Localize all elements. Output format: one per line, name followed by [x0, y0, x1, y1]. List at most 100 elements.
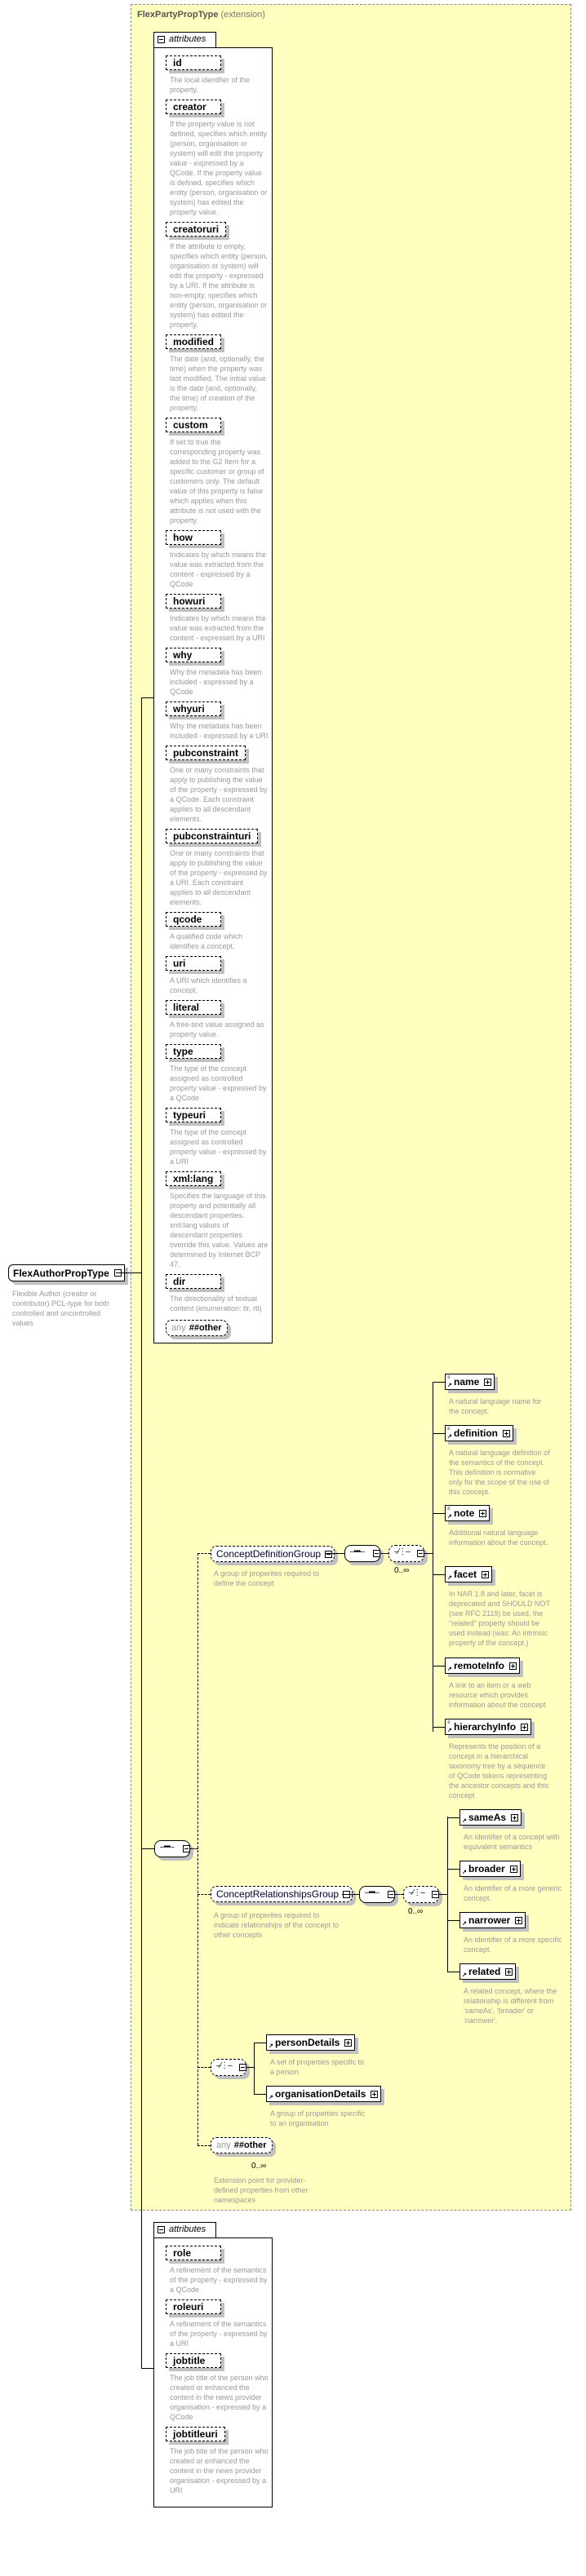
occurrence: 0..∞ [394, 1566, 410, 1575]
group-name: ConceptRelationshipsGroup [216, 1888, 340, 1900]
expand-icon[interactable] [511, 1814, 519, 1821]
collapse-icon[interactable] [373, 1550, 380, 1557]
attribute-description: If the attribute is empty, specifies whi… [170, 242, 269, 329]
attribute-name[interactable]: jobtitle [166, 2353, 221, 2368]
root-element[interactable]: FlexAuthorPropType [8, 1264, 125, 1281]
connector [254, 2043, 255, 2094]
attribute-name[interactable]: role [166, 2246, 221, 2260]
attribute-name[interactable]: dir [166, 1274, 221, 1289]
connector [254, 2094, 266, 2095]
collapse-icon[interactable] [158, 2226, 165, 2233]
element-name[interactable]: ≡↗name [445, 1374, 495, 1390]
element-person-details[interactable]: ↗personDetails [266, 2034, 356, 2051]
occurrence: 0..∞ [251, 2162, 267, 2171]
collapse-icon[interactable] [388, 1891, 395, 1898]
element-description: An identifier of a more specific concept… [464, 1936, 562, 1954]
element-related[interactable]: ↗related [459, 1963, 517, 1980]
any-description: Extension point for provider-defined pro… [214, 2176, 309, 2204]
expand-icon[interactable] [521, 1724, 529, 1731]
connector [433, 1727, 445, 1728]
element-facet[interactable]: ↗facet [445, 1566, 493, 1582]
list-icon: ≡ [447, 1720, 451, 1725]
attributes-tab[interactable]: attributes [153, 32, 216, 47]
attribute-description: Why the metadata has been included - exp… [170, 668, 262, 696]
choice-compositor[interactable]: –⁄⋮– [403, 1886, 439, 1903]
root-element-name: FlexAuthorPropType [13, 1268, 109, 1279]
attribute-name[interactable]: creatoruri [166, 222, 227, 237]
attribute-name[interactable]: qcode [166, 912, 221, 927]
collapse-icon[interactable] [417, 1550, 424, 1557]
element-name: name [454, 1376, 480, 1388]
element-description: An identifier of a concept with equivale… [464, 1833, 560, 1851]
attributes-label: attributes [169, 34, 206, 44]
reference-arrow-icon: ↗ [462, 1818, 467, 1824]
element-remote-info[interactable]: ↗remoteInfo [445, 1658, 521, 1674]
attribute-name[interactable]: creator [166, 100, 221, 114]
attribute-description: The type of the concept assigned as cont… [170, 1064, 267, 1102]
connector [395, 1894, 403, 1895]
any-other-attribute[interactable]: any##other [166, 1320, 228, 1336]
attribute-name[interactable]: type [166, 1044, 221, 1059]
connector [141, 697, 153, 698]
collapse-icon[interactable] [325, 1551, 333, 1558]
attribute-name[interactable]: custom [166, 418, 221, 432]
choice-compositor[interactable]: –⁄⋮– [388, 1545, 424, 1562]
attribute-name[interactable]: roleuri [166, 2299, 221, 2314]
attribute-name[interactable]: xml:lang [166, 1171, 221, 1186]
attribute-name[interactable]: jobtitleuri [166, 2427, 225, 2441]
collapse-icon[interactable] [239, 2064, 246, 2071]
expand-icon[interactable] [344, 2039, 353, 2047]
attributes-tab[interactable]: attributes [153, 2222, 216, 2237]
attribute-name[interactable]: howuri [166, 594, 221, 609]
reference-arrow-icon: ↗ [447, 1434, 452, 1440]
expand-icon[interactable] [484, 1379, 492, 1386]
attribute-item: creator If the property value is not defi… [166, 100, 269, 217]
attribute-name[interactable]: id [166, 55, 221, 70]
element-same-as[interactable]: ↗sameAs [459, 1809, 522, 1826]
attribute-name[interactable]: modified [166, 334, 221, 349]
element-organisation-details[interactable]: ↗organisationDetails [266, 2086, 382, 2102]
expand-icon[interactable] [505, 1968, 513, 1976]
attribute-description: A URI which identifies a concept. [170, 976, 247, 994]
sequence-compositor[interactable]: –•••– [344, 1545, 380, 1562]
expand-icon[interactable] [515, 1917, 523, 1924]
attribute-name[interactable]: why [166, 648, 221, 662]
expand-icon[interactable] [509, 1866, 517, 1873]
concept-definition-group[interactable]: ConceptDefinitionGroup [211, 1546, 335, 1562]
concept-relationships-group[interactable]: ConceptRelationshipsGroup [211, 1886, 353, 1902]
element-note[interactable]: ≡↗note [445, 1505, 491, 1521]
element-narrower[interactable]: ↗narrower [459, 1912, 526, 1928]
expand-icon[interactable] [503, 1430, 510, 1437]
sequence-compositor[interactable]: –•••– [154, 1840, 190, 1857]
any-namespace: ##other [233, 2140, 267, 2150]
attribute-description: If the property value is not defined, sp… [170, 120, 268, 216]
expand-icon[interactable] [479, 1510, 487, 1517]
attribute-description: The local identifier of the property. [170, 76, 251, 94]
expand-icon[interactable] [509, 1662, 517, 1670]
element-hierarchy-info[interactable]: ≡↗hierarchyInfo [445, 1719, 532, 1735]
choice-compositor[interactable]: –⁄⋮– [211, 2059, 246, 2076]
collapse-icon[interactable] [432, 1891, 439, 1898]
expand-icon[interactable] [482, 1571, 490, 1578]
element-description: A set of properties specific to a person [270, 2058, 365, 2076]
sequence-compositor[interactable]: –•••– [359, 1886, 395, 1903]
attribute-description: A refinement of the semantics of the pro… [170, 2266, 268, 2294]
element-broader[interactable]: ↗broader [459, 1861, 521, 1877]
attribute-name[interactable]: how [166, 530, 221, 545]
expand-icon[interactable] [371, 2091, 379, 2098]
collapse-icon[interactable] [183, 1845, 190, 1852]
attribute-name[interactable]: literal [166, 1000, 221, 1015]
collapse-icon[interactable] [158, 36, 165, 43]
attribute-name[interactable]: pubconstrainturi [166, 829, 259, 843]
attribute-name[interactable]: whyuri [166, 702, 221, 716]
attribute-name[interactable]: pubconstraint [166, 746, 246, 760]
any-other-element[interactable]: any##other [211, 2137, 273, 2153]
attribute-name[interactable]: uri [166, 956, 221, 971]
element-definition[interactable]: ≡↗definition [445, 1425, 513, 1441]
attribute-name[interactable]: typeuri [166, 1108, 221, 1122]
